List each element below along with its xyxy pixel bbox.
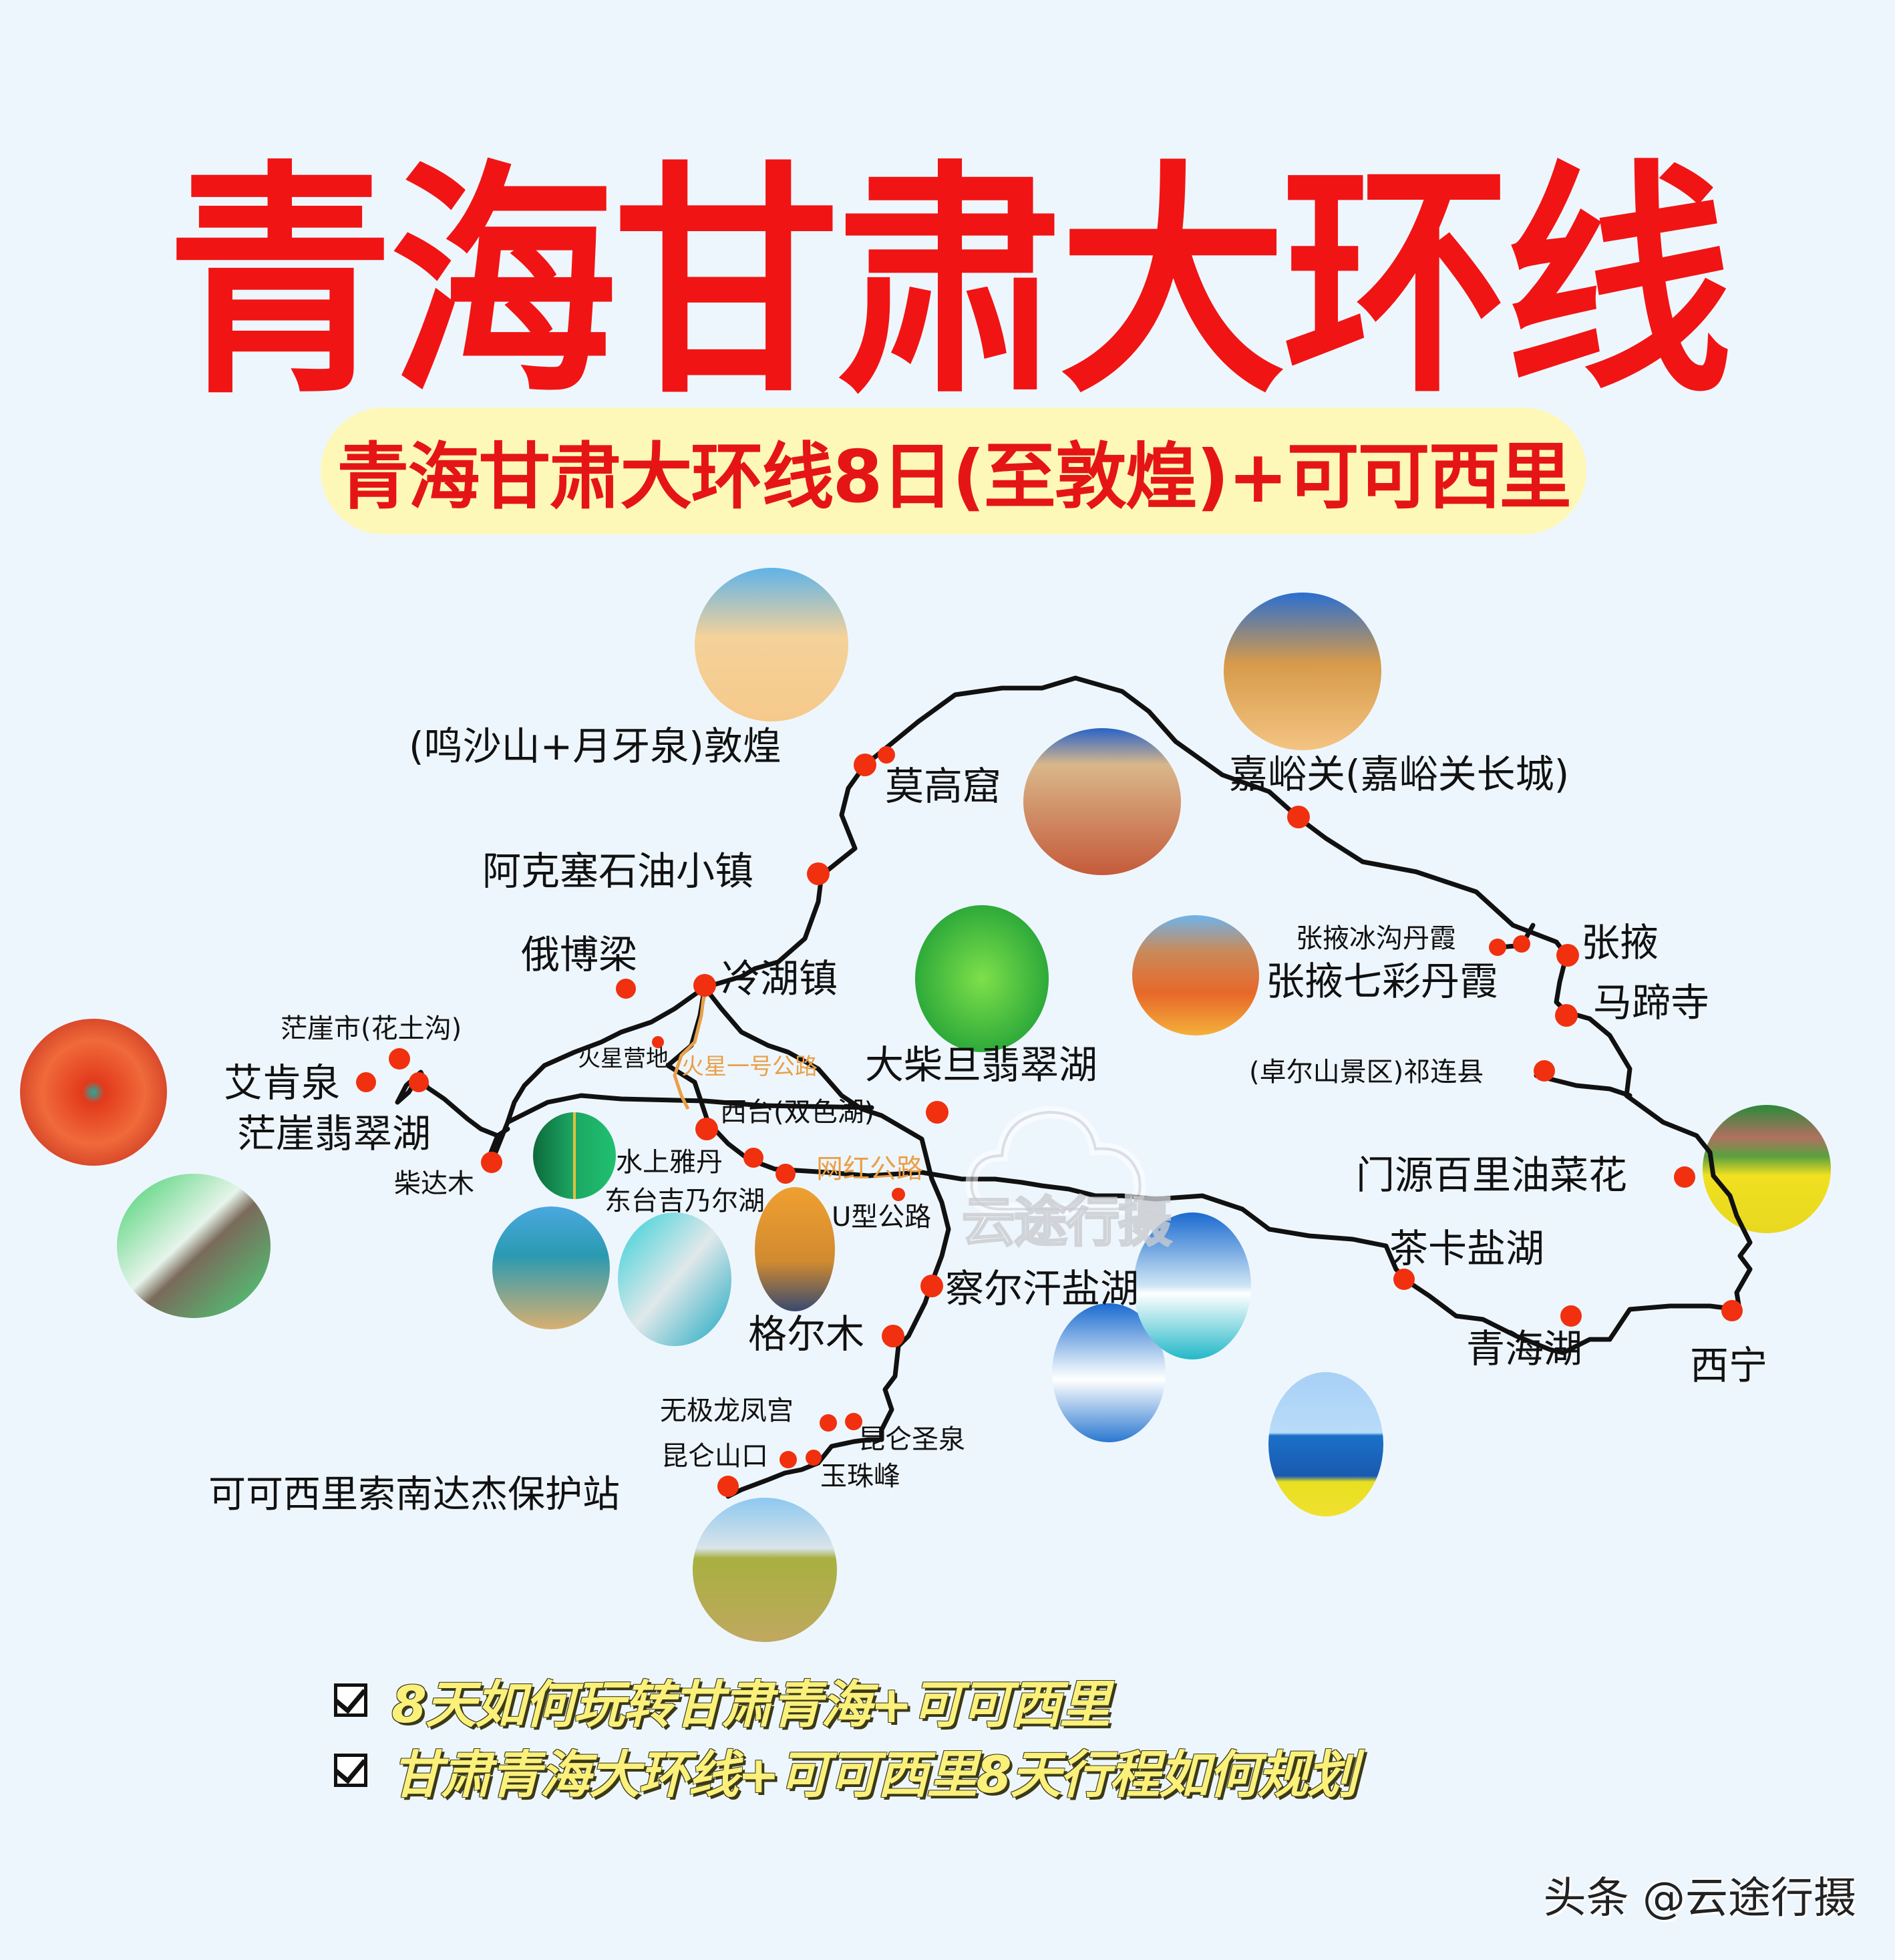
- label-golmud: 格尔木: [748, 1311, 865, 1357]
- photo-dongtai-lake: [618, 1212, 731, 1346]
- label-mangya-city: 茫崖市(花土沟): [281, 1013, 462, 1044]
- label-qinghai-lake: 青海湖: [1466, 1326, 1583, 1371]
- label-dongtai: 东台吉乃尔湖: [605, 1186, 765, 1216]
- marker-dachaidan: [926, 1101, 949, 1124]
- label-u-road: U型公路: [832, 1202, 932, 1233]
- checklist-item: 8天如何玩转甘肃青海+可可西里: [334, 1663, 1111, 1737]
- label-jiayuguan: 嘉峪关(嘉峪关长城): [1229, 752, 1570, 797]
- label-mangya-lake: 茫崖翡翠湖: [237, 1111, 432, 1156]
- marker-qinghai-lake: [1560, 1305, 1582, 1327]
- watermark-text: 云途行摄: [961, 1190, 1173, 1255]
- checklist-text: 甘肃青海大环线+可可西里8天行程如何规划: [391, 1745, 1358, 1804]
- marker-kunlun-pass: [780, 1451, 797, 1468]
- label-wuji-palace: 无极龙凤宫: [660, 1396, 794, 1426]
- photo-crescent-moon-spring: [695, 568, 848, 721]
- label-water-yardang: 水上雅丹: [616, 1147, 723, 1178]
- label-yuzhu-peak: 玉珠峰: [820, 1461, 900, 1492]
- marker-qarhan: [920, 1275, 943, 1297]
- marker-mangya-city: [389, 1048, 410, 1070]
- marker-zhangye: [1556, 944, 1579, 967]
- marker-xining: [1721, 1300, 1743, 1321]
- marker-qilian: [1534, 1060, 1555, 1082]
- marker-menyuan: [1674, 1166, 1695, 1188]
- photo-menyuan-rapeseed: [1703, 1105, 1831, 1233]
- label-wanghong-road: 网红公路: [816, 1154, 923, 1184]
- marker-zhangye-binggou-b: [1513, 935, 1530, 953]
- photo-mangya-emerald-lake: [117, 1174, 271, 1318]
- marker-kunlun-spring: [845, 1413, 862, 1430]
- label-zhangye-binggou: 张掖冰沟丹霞: [1296, 923, 1456, 954]
- marker-mars-camp: [652, 1036, 664, 1048]
- marker-aksay: [807, 862, 830, 885]
- checklist-text: 8天如何玩转甘肃青海+可可西里: [391, 1675, 1111, 1734]
- label-kunlun-pass: 昆仑山口: [661, 1441, 768, 1472]
- label-zhangye: 张掖: [1581, 920, 1659, 965]
- marker-mangya-lake: [409, 1072, 429, 1092]
- photo-aiken-spring: [20, 1019, 167, 1166]
- label-aksay: 阿克塞石油小镇: [482, 848, 754, 894]
- label-ebo-liang: 俄博梁: [521, 932, 638, 977]
- label-hoh-xil-station: 可可西里索南达杰保护站: [208, 1473, 620, 1516]
- label-chaidamu: 柴达木: [394, 1168, 474, 1199]
- photo-qarhan-salt-lake: [1052, 1303, 1166, 1442]
- mars-no1-road-line: [673, 987, 707, 1110]
- label-mars-no1-road: 火星一号公路: [681, 1053, 818, 1080]
- checkbox-checked-icon: [334, 1683, 367, 1717]
- marker-mati-temple: [1555, 1004, 1578, 1027]
- photo-chaka-salt-lake: [1134, 1212, 1251, 1359]
- marker-zhangye-binggou-a: [1489, 939, 1506, 956]
- photo-dachaidan-lake: [915, 905, 1049, 1052]
- label-mati-temple: 马蹄寺: [1593, 980, 1710, 1025]
- label-lenghu: 冷湖镇: [721, 956, 838, 1001]
- marker-wuji-palace: [820, 1414, 837, 1432]
- marker-yuzhu-peak: [806, 1450, 822, 1466]
- photo-water-yardang: [492, 1206, 610, 1329]
- photo-jiayuguan-pass: [1224, 593, 1381, 750]
- photo-hoh-xil-antelope: [693, 1498, 837, 1642]
- label-zhangye-danxia: 张掖七彩丹霞: [1266, 959, 1499, 1004]
- marker-chaidamu: [481, 1152, 502, 1173]
- label-qarhan: 察尔汗盐湖: [945, 1266, 1140, 1311]
- label-mars-camp: 火星营地: [578, 1045, 669, 1072]
- label-qilian: (卓尔山景区)祁连县: [1249, 1057, 1484, 1088]
- label-dunhuang: (鸣沙山+月牙泉)敦煌: [409, 723, 782, 769]
- label-kunlun-spring: 昆仑圣泉: [858, 1424, 965, 1455]
- photo-u-road: [755, 1187, 835, 1311]
- marker-water-yardang: [743, 1148, 763, 1168]
- marker-u-road: [892, 1188, 905, 1201]
- photo-qinghai-lake: [1268, 1372, 1383, 1516]
- photo-zhangye-danxia: [1132, 915, 1259, 1035]
- photo-mogao-caves: [1023, 728, 1181, 875]
- watermark-cloud-icon: [965, 1106, 1146, 1215]
- marker-dongtai: [776, 1164, 796, 1184]
- label-menyuan: 门源百里油菜花: [1356, 1152, 1628, 1198]
- stop-markers: [356, 746, 1743, 1497]
- label-dachaidan: 大柴旦翡翠湖: [865, 1042, 1098, 1088]
- photo-mars-road: [533, 1112, 616, 1199]
- marker-mogao: [878, 746, 895, 764]
- label-xitai: 西台(双色湖): [720, 1097, 875, 1128]
- marker-aiken-spring: [356, 1072, 376, 1092]
- page-title: 青海甘肃大环线: [166, 141, 1733, 427]
- marker-lenghu: [693, 974, 716, 997]
- label-xining: 西宁: [1690, 1343, 1768, 1388]
- marker-chaka: [1393, 1269, 1415, 1290]
- label-aiken-spring: 艾肯泉: [224, 1060, 341, 1106]
- checklist-item: 甘肃青海大环线+可可西里8天行程如何规划: [334, 1734, 1358, 1807]
- marker-dunhuang: [854, 754, 876, 776]
- marker-hoh-xil-station: [717, 1476, 739, 1497]
- subtitle-text: 青海甘肃大环线8日(至敦煌)+可可西里: [337, 436, 1571, 519]
- label-chaka: 茶卡盐湖: [1389, 1226, 1545, 1271]
- subtitle-banner: 青海甘肃大环线8日(至敦煌)+可可西里: [321, 407, 1586, 534]
- marker-golmud: [882, 1325, 904, 1347]
- author-credit: 头条 @云途行摄: [1543, 1874, 1856, 1923]
- marker-xitai: [695, 1118, 718, 1140]
- checkbox-checked-icon: [334, 1754, 367, 1787]
- label-mogao: 莫高窟: [885, 764, 1002, 809]
- marker-jiayuguan: [1287, 806, 1310, 828]
- marker-ebo-liang: [616, 979, 636, 999]
